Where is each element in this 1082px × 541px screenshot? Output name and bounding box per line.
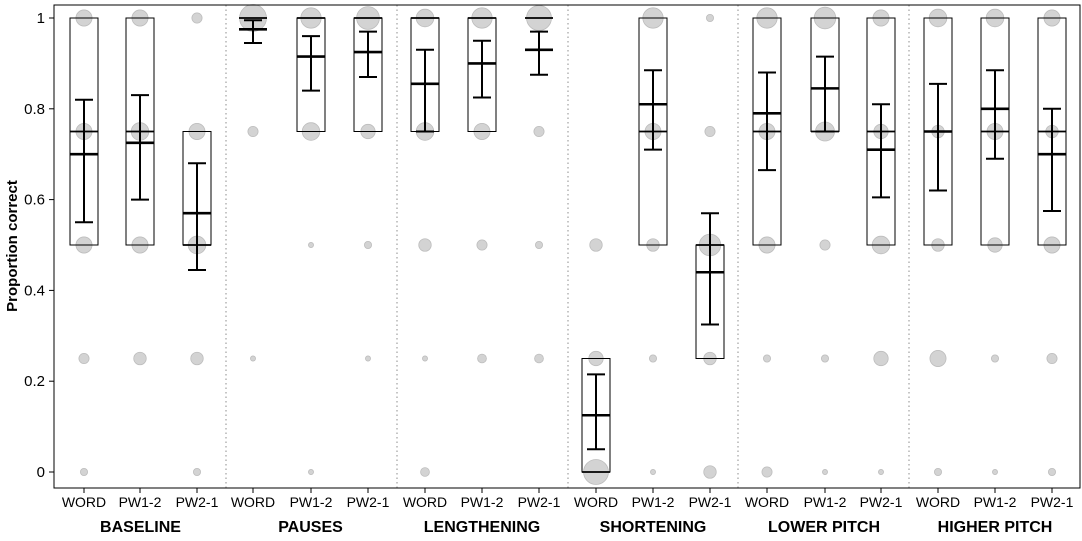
response-bubble-0-1-0	[133, 351, 147, 366]
condition-label-3-2: PW2-1	[689, 494, 732, 510]
condition-label-4-2: PW2-1	[860, 494, 903, 510]
y-tick-label-4: 0.8	[24, 101, 45, 118]
response-bubble-3-0-2	[589, 238, 603, 252]
group-label-1: PAUSES	[278, 519, 343, 536]
response-bubble-2-2-2	[533, 126, 545, 137]
condition-label-4-0: WORD	[745, 494, 789, 510]
response-bubble-1-0-1	[247, 126, 259, 137]
response-bubble-0-0-1	[78, 353, 90, 364]
group-label-0: BASELINE	[100, 519, 181, 536]
response-bubble-5-1-1	[991, 354, 1000, 363]
response-bubble-5-2-0	[1048, 467, 1057, 476]
response-bubble-1-1-1	[308, 242, 314, 248]
response-bubble-3-1-1	[649, 354, 658, 363]
condition-label-0-2: PW2-1	[176, 494, 219, 510]
response-bubble-1-1-0	[308, 469, 314, 475]
response-bubble-4-0-0	[761, 466, 773, 478]
condition-label-3-1: PW1-2	[632, 494, 675, 510]
response-bubble-4-1-0	[822, 469, 828, 475]
y-tick-label-1: 0.2	[24, 373, 45, 390]
group-label-3: SHORTENING	[600, 519, 707, 536]
y-axis: 0 0.2 0.4 0.6 0.8 1	[24, 10, 54, 481]
response-bubble-3-2-3	[704, 126, 716, 137]
response-bubble-4-1-2	[819, 239, 831, 251]
y-axis-label: Proportion correct	[4, 180, 21, 312]
response-bubble-4-0-1	[763, 354, 772, 363]
response-bubble-0-2-1	[190, 351, 204, 366]
response-bubble-3-1-0	[650, 469, 656, 475]
response-bubble-4-1-1	[821, 354, 830, 363]
response-bubble-2-0-1	[422, 355, 428, 362]
group-divider-layer	[225, 5, 910, 488]
response-bubble-5-1-0	[992, 469, 998, 475]
response-bubble-2-1-1	[476, 239, 488, 251]
condition-label-2-0: WORD	[403, 494, 447, 510]
condition-label-5-2: PW2-1	[1031, 494, 1074, 510]
y-tick-label-3: 0.6	[24, 192, 45, 209]
condition-label-2-2: PW2-1	[518, 494, 561, 510]
condition-label-2-1: PW1-2	[461, 494, 504, 510]
response-bubble-1-2-1	[363, 240, 372, 249]
condition-label-1-0: WORD	[231, 494, 275, 510]
response-bubble-5-0-1	[929, 350, 947, 367]
group-label-5: HIGHER PITCH	[938, 519, 1053, 536]
response-bubble-2-0-2	[418, 238, 432, 252]
plot-panel-border	[53, 4, 1081, 489]
response-bubble-1-0-0	[250, 355, 256, 362]
response-bubble-0-2-0	[192, 467, 201, 476]
group-label-4: LOWER PITCH	[768, 519, 880, 536]
response-bubble-2-0-0	[420, 467, 430, 477]
response-bubble-4-2-0	[878, 469, 884, 475]
response-bubble-0-2-4	[191, 12, 203, 24]
response-bubble-1-2-0	[365, 355, 371, 362]
y-tick-label-5: 1	[37, 10, 45, 27]
box-layer	[69, 17, 1067, 473]
condition-label-1-1: PW1-2	[290, 494, 333, 510]
y-tick-label-2: 0.4	[24, 282, 45, 299]
response-bubble-2-2-0	[534, 353, 544, 364]
condition-label-3-0: WORD	[574, 494, 618, 510]
y-tick-label-0: 0	[37, 464, 45, 481]
group-label-2: LENGTHENING	[424, 519, 540, 536]
condition-label-0-0: WORD	[62, 494, 106, 510]
response-bubble-4-2-1	[873, 350, 889, 367]
response-bubble-0-0-0	[80, 467, 89, 476]
response-bubble-2-2-1	[535, 240, 544, 249]
condition-label-4-1: PW1-2	[804, 494, 847, 510]
response-bubble-3-2-4	[706, 13, 715, 22]
condition-label-5-0: WORD	[916, 494, 960, 510]
response-bubble-3-2-0	[703, 465, 717, 479]
condition-label-1-2: PW2-1	[347, 494, 390, 510]
response-bubble-5-0-0	[934, 467, 943, 476]
response-bubble-2-1-0	[477, 353, 487, 364]
condition-label-5-1: PW1-2	[974, 494, 1017, 510]
response-bubble-5-2-1	[1046, 353, 1058, 364]
condition-label-0-1: PW1-2	[119, 494, 162, 510]
